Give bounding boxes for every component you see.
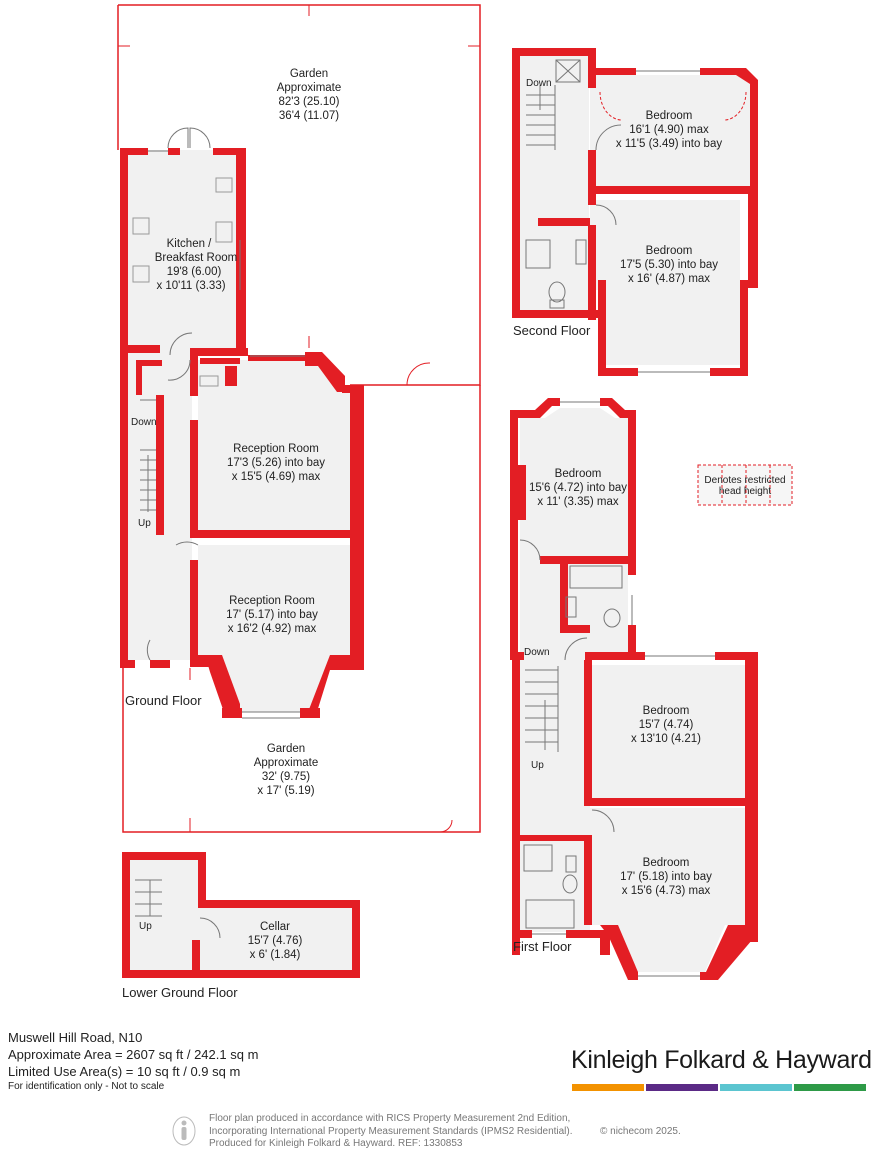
garden-rear-title: Garden bbox=[290, 68, 328, 80]
second-bed1-dim2: x 11'5 (3.49) into bay bbox=[616, 138, 722, 150]
property-limited-area: Limited Use Area(s) = 10 sq ft / 0.9 sq … bbox=[8, 1064, 241, 1079]
second-bed2-dim1: 17'5 (5.30) into bay bbox=[620, 259, 718, 271]
first-floor bbox=[510, 398, 758, 980]
first-bed3-name: Bedroom bbox=[643, 857, 690, 869]
legend-line1: Denotes restricted bbox=[704, 475, 785, 486]
lower-ground-up-label: Up bbox=[139, 921, 152, 932]
person-icon bbox=[172, 1116, 196, 1146]
garden-boundary bbox=[117, 4, 481, 833]
reception2-name: Reception Room bbox=[229, 595, 315, 607]
ground-floor-fixtures bbox=[132, 127, 305, 719]
first-bed2-dim1: 15'7 (4.74) bbox=[639, 719, 694, 731]
garden-dimension-arrows bbox=[118, 5, 480, 833]
scale-note: For identification only - Not to scale bbox=[8, 1081, 165, 1092]
second-bed1-dim1: 16'1 (4.90) max bbox=[629, 124, 709, 136]
restricted-height-legend bbox=[697, 464, 793, 506]
footer-line1: Floor plan produced in accordance with R… bbox=[209, 1113, 571, 1124]
first-up-label: Up bbox=[531, 760, 544, 771]
reception2-dim1: 17' (5.17) into bay bbox=[226, 609, 318, 621]
legend-line2: head height bbox=[719, 486, 771, 497]
property-address: Muswell Hill Road, N10 bbox=[8, 1030, 143, 1045]
reception1-dim2: x 15'5 (4.69) max bbox=[232, 471, 321, 483]
reception1-name: Reception Room bbox=[233, 443, 319, 455]
cellar-dim2: x 6' (1.84) bbox=[250, 949, 301, 961]
cellar-name: Cellar bbox=[260, 921, 290, 933]
first-bed2-dim2: x 13'10 (4.21) bbox=[631, 733, 701, 745]
garden-front-dim1: 32' (9.75) bbox=[262, 771, 310, 783]
brand-bar-purple bbox=[646, 1084, 718, 1091]
reception2-dim2: x 16'2 (4.92) max bbox=[228, 623, 317, 635]
ground-floor-walls bbox=[120, 148, 364, 718]
garden-rear-approx: Approximate bbox=[277, 82, 342, 94]
property-area: Approximate Area = 2607 sq ft / 242.1 sq… bbox=[8, 1047, 259, 1062]
first-bed1-dim2: x 11' (3.35) max bbox=[537, 496, 618, 508]
first-bed2-name: Bedroom bbox=[643, 705, 690, 717]
second-bed2-name: Bedroom bbox=[646, 245, 693, 257]
lower-ground-floor bbox=[122, 852, 360, 978]
first-bed1-name: Bedroom bbox=[555, 468, 602, 480]
brand-bar-green bbox=[794, 1084, 866, 1091]
second-floor-label: Second Floor bbox=[513, 323, 591, 338]
brand-name: Kinleigh Folkard & Hayward bbox=[571, 1046, 872, 1074]
brand-bar-orange bbox=[572, 1084, 644, 1091]
copyright: © nichecom 2025. bbox=[600, 1126, 681, 1137]
ground-up-label: Up bbox=[138, 518, 151, 529]
garden-rear-dim1: 82'3 (25.10) bbox=[278, 96, 339, 108]
kitchen-dim2: x 10'11 (3.33) bbox=[156, 280, 225, 292]
second-floor bbox=[512, 48, 758, 376]
first-down-label: Down bbox=[524, 647, 550, 658]
kitchen-name2: Breakfast Room bbox=[155, 252, 237, 264]
garden-front-title: Garden bbox=[267, 743, 305, 755]
first-bed3-dim2: x 15'6 (4.73) max bbox=[622, 885, 711, 897]
footer-line3: Produced for Kinleigh Folkard & Hayward.… bbox=[209, 1138, 463, 1149]
footer-text: Floor plan produced in accordance with R… bbox=[209, 1113, 573, 1151]
reception1-dim1: 17'3 (5.26) into bay bbox=[227, 457, 325, 469]
ground-floor-label: Ground Floor bbox=[125, 693, 202, 708]
garden-front-approx: Approximate bbox=[254, 757, 319, 769]
lower-ground-floor-label: Lower Ground Floor bbox=[122, 985, 238, 1000]
kitchen-name1: Kitchen / bbox=[167, 238, 213, 250]
second-bed2-dim2: x 16' (4.87) max bbox=[628, 273, 710, 285]
kitchen-dim1: 19'8 (6.00) bbox=[167, 266, 222, 278]
garden-front-dim2: x 17' (5.19) bbox=[257, 785, 314, 797]
cellar-dim1: 15'7 (4.76) bbox=[248, 935, 303, 947]
ground-down-label: Down bbox=[131, 417, 157, 428]
first-bed1-dim1: 15'6 (4.72) into bay bbox=[529, 482, 627, 494]
brand-bar-teal bbox=[720, 1084, 792, 1091]
second-down-label: Down bbox=[526, 78, 552, 89]
second-bed1-name: Bedroom bbox=[646, 110, 693, 122]
first-floor-label: First Floor bbox=[513, 939, 572, 954]
footer-line2: Incorporating International Property Mea… bbox=[209, 1125, 573, 1137]
garden-rear-dim2: 36'4 (11.07) bbox=[279, 110, 339, 122]
first-bed3-dim1: 17' (5.18) into bay bbox=[620, 871, 712, 883]
